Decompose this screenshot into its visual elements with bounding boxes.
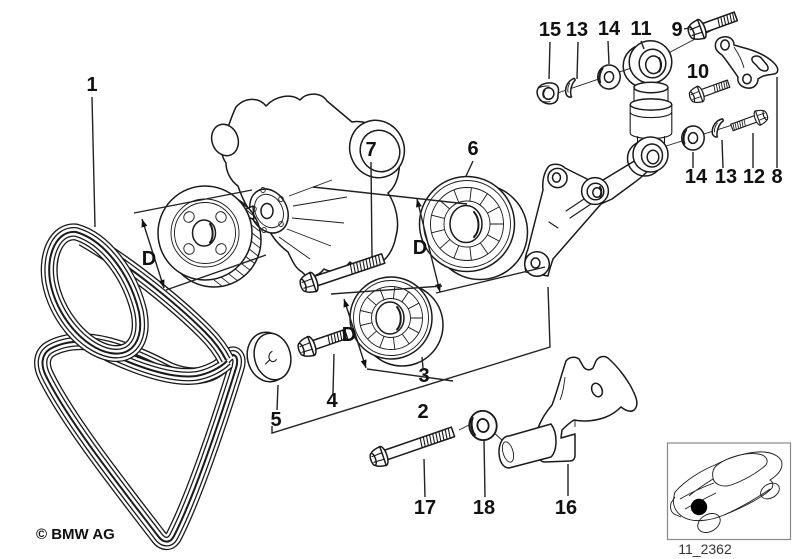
part-label-5[interactable]: 5 [270, 409, 281, 431]
washer-18 [465, 407, 501, 444]
car-inset: 11_2362 [666, 442, 792, 557]
dim-label-deflection-pulley: D [342, 324, 356, 346]
part-label-11[interactable]: 11 [630, 18, 651, 40]
cover-cap-5 [246, 331, 292, 383]
part-number-labels: 1 7 6 15 13 14 11 9 10 14 13 12 8 5 4 3 … [86, 18, 782, 519]
hydraulic-tensioner-11 [622, 39, 673, 177]
dimension-annotations [133, 186, 546, 382]
inset-frame [666, 442, 792, 541]
part-label-3[interactable]: 3 [418, 365, 429, 387]
dim-label-water-pump-pulley: D [142, 248, 156, 270]
water-pump [210, 93, 406, 277]
part-label-12[interactable]: 12 [743, 166, 765, 188]
front-wheel [697, 513, 721, 533]
part-label-4[interactable]: 4 [326, 390, 338, 412]
water-pump-pulley [157, 185, 262, 288]
leader-lines [91, 26, 778, 498]
deflection-pulley-3 [349, 276, 444, 367]
part-label-14-right[interactable]: 14 [685, 166, 708, 188]
part-label-17[interactable]: 17 [414, 497, 436, 519]
part-label-7[interactable]: 7 [365, 139, 376, 161]
part-label-18[interactable]: 18 [473, 497, 495, 519]
part-label-16[interactable]: 16 [555, 497, 577, 519]
nut-15 [536, 82, 560, 105]
washer-14-top [595, 62, 623, 92]
location-dot [690, 498, 708, 516]
wedge-washer-13-right [710, 116, 725, 139]
part-label-14-top[interactable]: 14 [598, 18, 621, 40]
part-label-9[interactable]: 9 [671, 19, 682, 41]
bracket-8 [714, 36, 779, 89]
bolt-17 [366, 421, 457, 471]
tensioner-arm [523, 157, 651, 278]
part-label-1[interactable]: 1 [86, 74, 97, 96]
part-label-8[interactable]: 8 [771, 166, 782, 188]
part-label-6[interactable]: 6 [467, 138, 478, 160]
part-label-10[interactable]: 10 [687, 61, 709, 83]
part-label-13-right[interactable]: 13 [715, 166, 737, 188]
bolt-9 [684, 6, 740, 44]
washer-14-right [679, 124, 707, 152]
dim-label-idler-pulley: D [413, 237, 427, 259]
part-label-2[interactable]: 2 [417, 401, 428, 423]
bolt-12 [728, 107, 771, 136]
idler-pulley-6 [418, 175, 529, 281]
diagram-code: 11_2362 [678, 541, 732, 557]
rear-wheel [760, 482, 780, 500]
part-label-15[interactable]: 15 [539, 19, 561, 41]
copyright-text: © BMW AG [36, 526, 115, 543]
part-label-13-top[interactable]: 13 [566, 19, 588, 41]
holder-bracket-16 [498, 355, 638, 469]
